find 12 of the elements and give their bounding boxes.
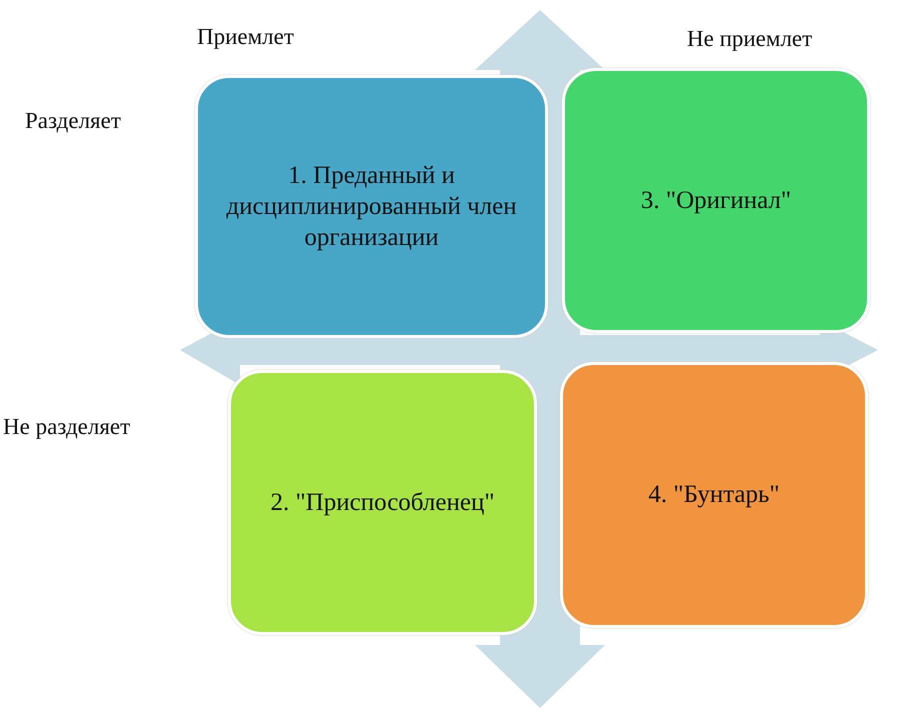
row-header: Разделяет [25,108,121,134]
column-header: Приемлет [197,24,294,50]
quadrant-box [562,68,870,333]
quadrant-label: 2. "Приспособленец" [270,488,495,518]
quadrant-box [560,362,868,628]
quadrant-box [228,370,537,635]
quadrant-label: 3. "Оригинал" [640,186,792,216]
quadrant-label: 4. "Бунтарь" [648,480,780,510]
row-header: Не разделяет [3,414,130,440]
quadrant-box [195,75,548,338]
quadrant-label: 1. Преданный и дисциплинированный член организации [225,160,518,254]
column-header: Не приемлет [687,26,812,52]
